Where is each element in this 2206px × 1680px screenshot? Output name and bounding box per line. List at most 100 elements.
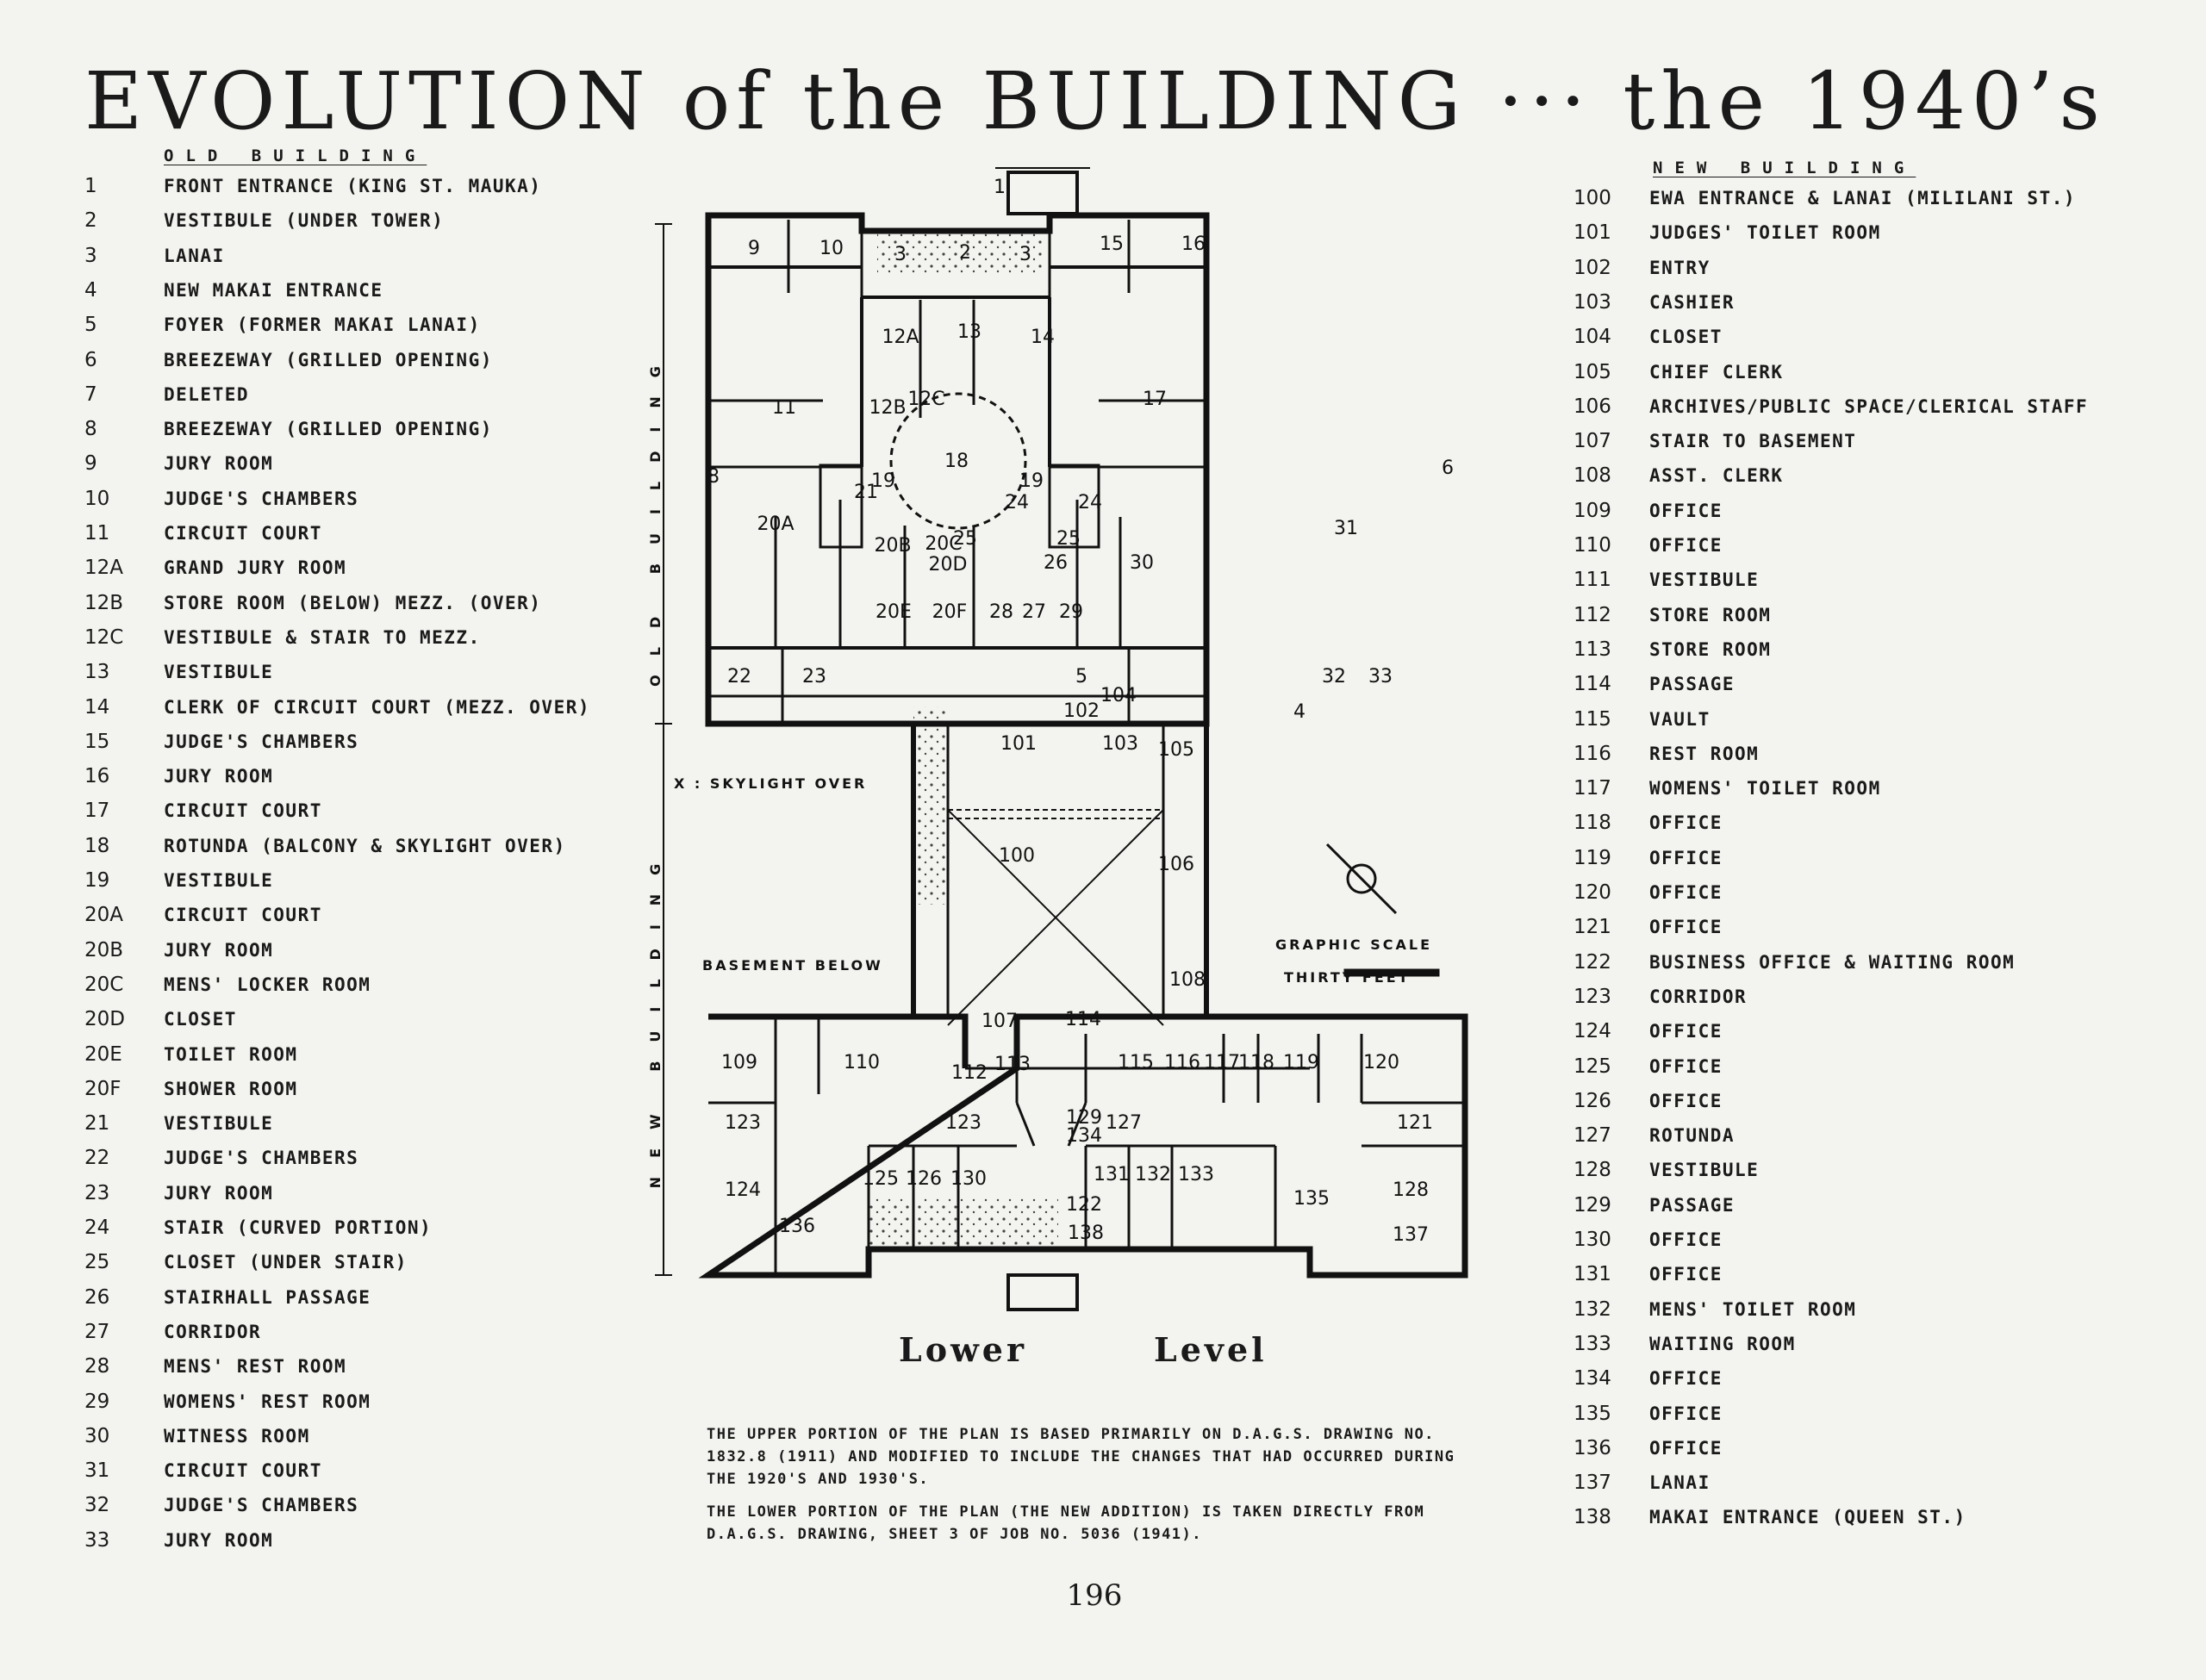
- legend-room-number: 7: [84, 383, 97, 406]
- legend-room-number: 134: [1573, 1367, 1611, 1391]
- legend-room-name: CIRCUIT COURT: [164, 1460, 322, 1482]
- legend-room-name: CIRCUIT COURT: [164, 800, 322, 822]
- room-label: 127: [1106, 1112, 1142, 1134]
- legend-item: 132 MENS' TOILET ROOM: [1573, 1292, 2177, 1327]
- legend-room-name: BREEZEWAY (GRILLED OPENING): [164, 349, 493, 370]
- legend-room-number: 15: [84, 730, 110, 753]
- legend-room-name: JURY ROOM: [164, 939, 274, 961]
- legend-room-number: 26: [84, 1285, 110, 1309]
- legend-room-number: 132: [1573, 1297, 1611, 1321]
- legend-room-name: WOMENS' TOILET ROOM: [1649, 778, 1881, 800]
- legend-room-number: 24: [84, 1216, 110, 1239]
- legend-room-name: ROTUNDA (BALCONY & SKYLIGHT OVER): [164, 835, 566, 856]
- level-caption-right: Level: [1154, 1330, 1268, 1369]
- side-label-old: OLD BUILDING: [647, 347, 664, 687]
- room-label: 23: [802, 666, 826, 688]
- legend-room-name: VESTIBULE & STAIR TO MEZZ.: [164, 626, 481, 648]
- legend-room-number: 3: [84, 244, 97, 267]
- room-label: 9: [748, 238, 760, 259]
- legend-room-number: 6: [84, 348, 97, 371]
- room-label: 20F: [932, 601, 968, 623]
- legend-room-number: 16: [84, 765, 110, 788]
- room-label: 20D: [929, 554, 968, 576]
- legend-room-number: 29: [84, 1390, 110, 1413]
- legend-room-number: 113: [1573, 638, 1611, 661]
- room-label: 113: [994, 1054, 1031, 1075]
- room-label: 112: [951, 1062, 988, 1084]
- legend-room-number: 120: [1573, 881, 1611, 904]
- legend-room-number: 100: [1573, 187, 1611, 209]
- room-label: 19: [1019, 470, 1044, 492]
- room-label: 124: [725, 1179, 761, 1201]
- legend-room-name: JURY ROOM: [164, 1182, 274, 1204]
- legend-room-number: 112: [1573, 603, 1611, 626]
- legend-room-number: 125: [1573, 1055, 1611, 1078]
- legend-room-number: 31: [84, 1459, 110, 1483]
- legend-room-number: 19: [84, 869, 110, 892]
- legend-item: 31 CIRCUIT COURT: [84, 1453, 619, 1488]
- legend-room-number: 103: [1573, 290, 1611, 314]
- legend-room-name: BUSINESS OFFICE & WAITING ROOM: [1649, 951, 2016, 973]
- legend-room-name: NEW MAKAI ENTRANCE: [164, 279, 383, 301]
- legend-item: 15 JUDGE'S CHAMBERS: [84, 725, 619, 759]
- room-label: 30: [1130, 552, 1154, 574]
- new-building-heading: NEW BUILDING: [1653, 159, 1916, 177]
- legend-room-number: 12C: [84, 625, 124, 649]
- legend-room-number: 136: [1573, 1436, 1611, 1459]
- legend-item: 102 ENTRY: [1573, 251, 2177, 285]
- room-label: 25: [1056, 528, 1081, 550]
- legend-room-number: 105: [1573, 360, 1611, 383]
- legend-room-name: CLOSET: [1649, 327, 1723, 348]
- legend-room-number: 127: [1573, 1124, 1611, 1148]
- legend-room-number: 130: [1573, 1229, 1611, 1251]
- room-label: 123: [945, 1112, 981, 1134]
- room-label: 101: [1000, 733, 1037, 755]
- legend-item: 125 OFFICE: [1573, 1049, 2177, 1084]
- legend-room-name: OFFICE: [1649, 1055, 1723, 1077]
- legend-room-name: OFFICE: [1649, 917, 1723, 938]
- room-label: 119: [1283, 1052, 1319, 1073]
- room-label: 134: [1066, 1125, 1102, 1147]
- legend-room-number: 20A: [84, 904, 124, 927]
- room-label: 131: [1094, 1164, 1130, 1185]
- legend-room-name: ROTUNDA: [1649, 1125, 1736, 1147]
- legend-room-number: 102: [1573, 256, 1611, 279]
- room-label: 5: [1075, 666, 1087, 688]
- room-label: 28: [989, 601, 1013, 623]
- room-label: 116: [1164, 1052, 1200, 1073]
- legend-room-name: VESTIBULE: [1649, 569, 1760, 591]
- legend-room-name: ENTRY: [1649, 257, 1711, 278]
- legend-room-name: JUDGE'S CHAMBERS: [164, 731, 359, 752]
- legend-room-name: MENS' TOILET ROOM: [1649, 1298, 1857, 1320]
- room-label: 115: [1118, 1052, 1154, 1073]
- legend-item: 127 ROTUNDA: [1573, 1118, 2177, 1153]
- room-label: 120: [1363, 1052, 1399, 1073]
- legend-room-number: 10: [84, 487, 110, 510]
- legend-room-name: OFFICE: [1649, 535, 1723, 556]
- legend-room-name: REST ROOM: [1649, 743, 1760, 764]
- room-label: 10: [819, 238, 844, 259]
- legend-room-name: OFFICE: [1649, 1229, 1723, 1250]
- room-label: 3: [1019, 244, 1031, 265]
